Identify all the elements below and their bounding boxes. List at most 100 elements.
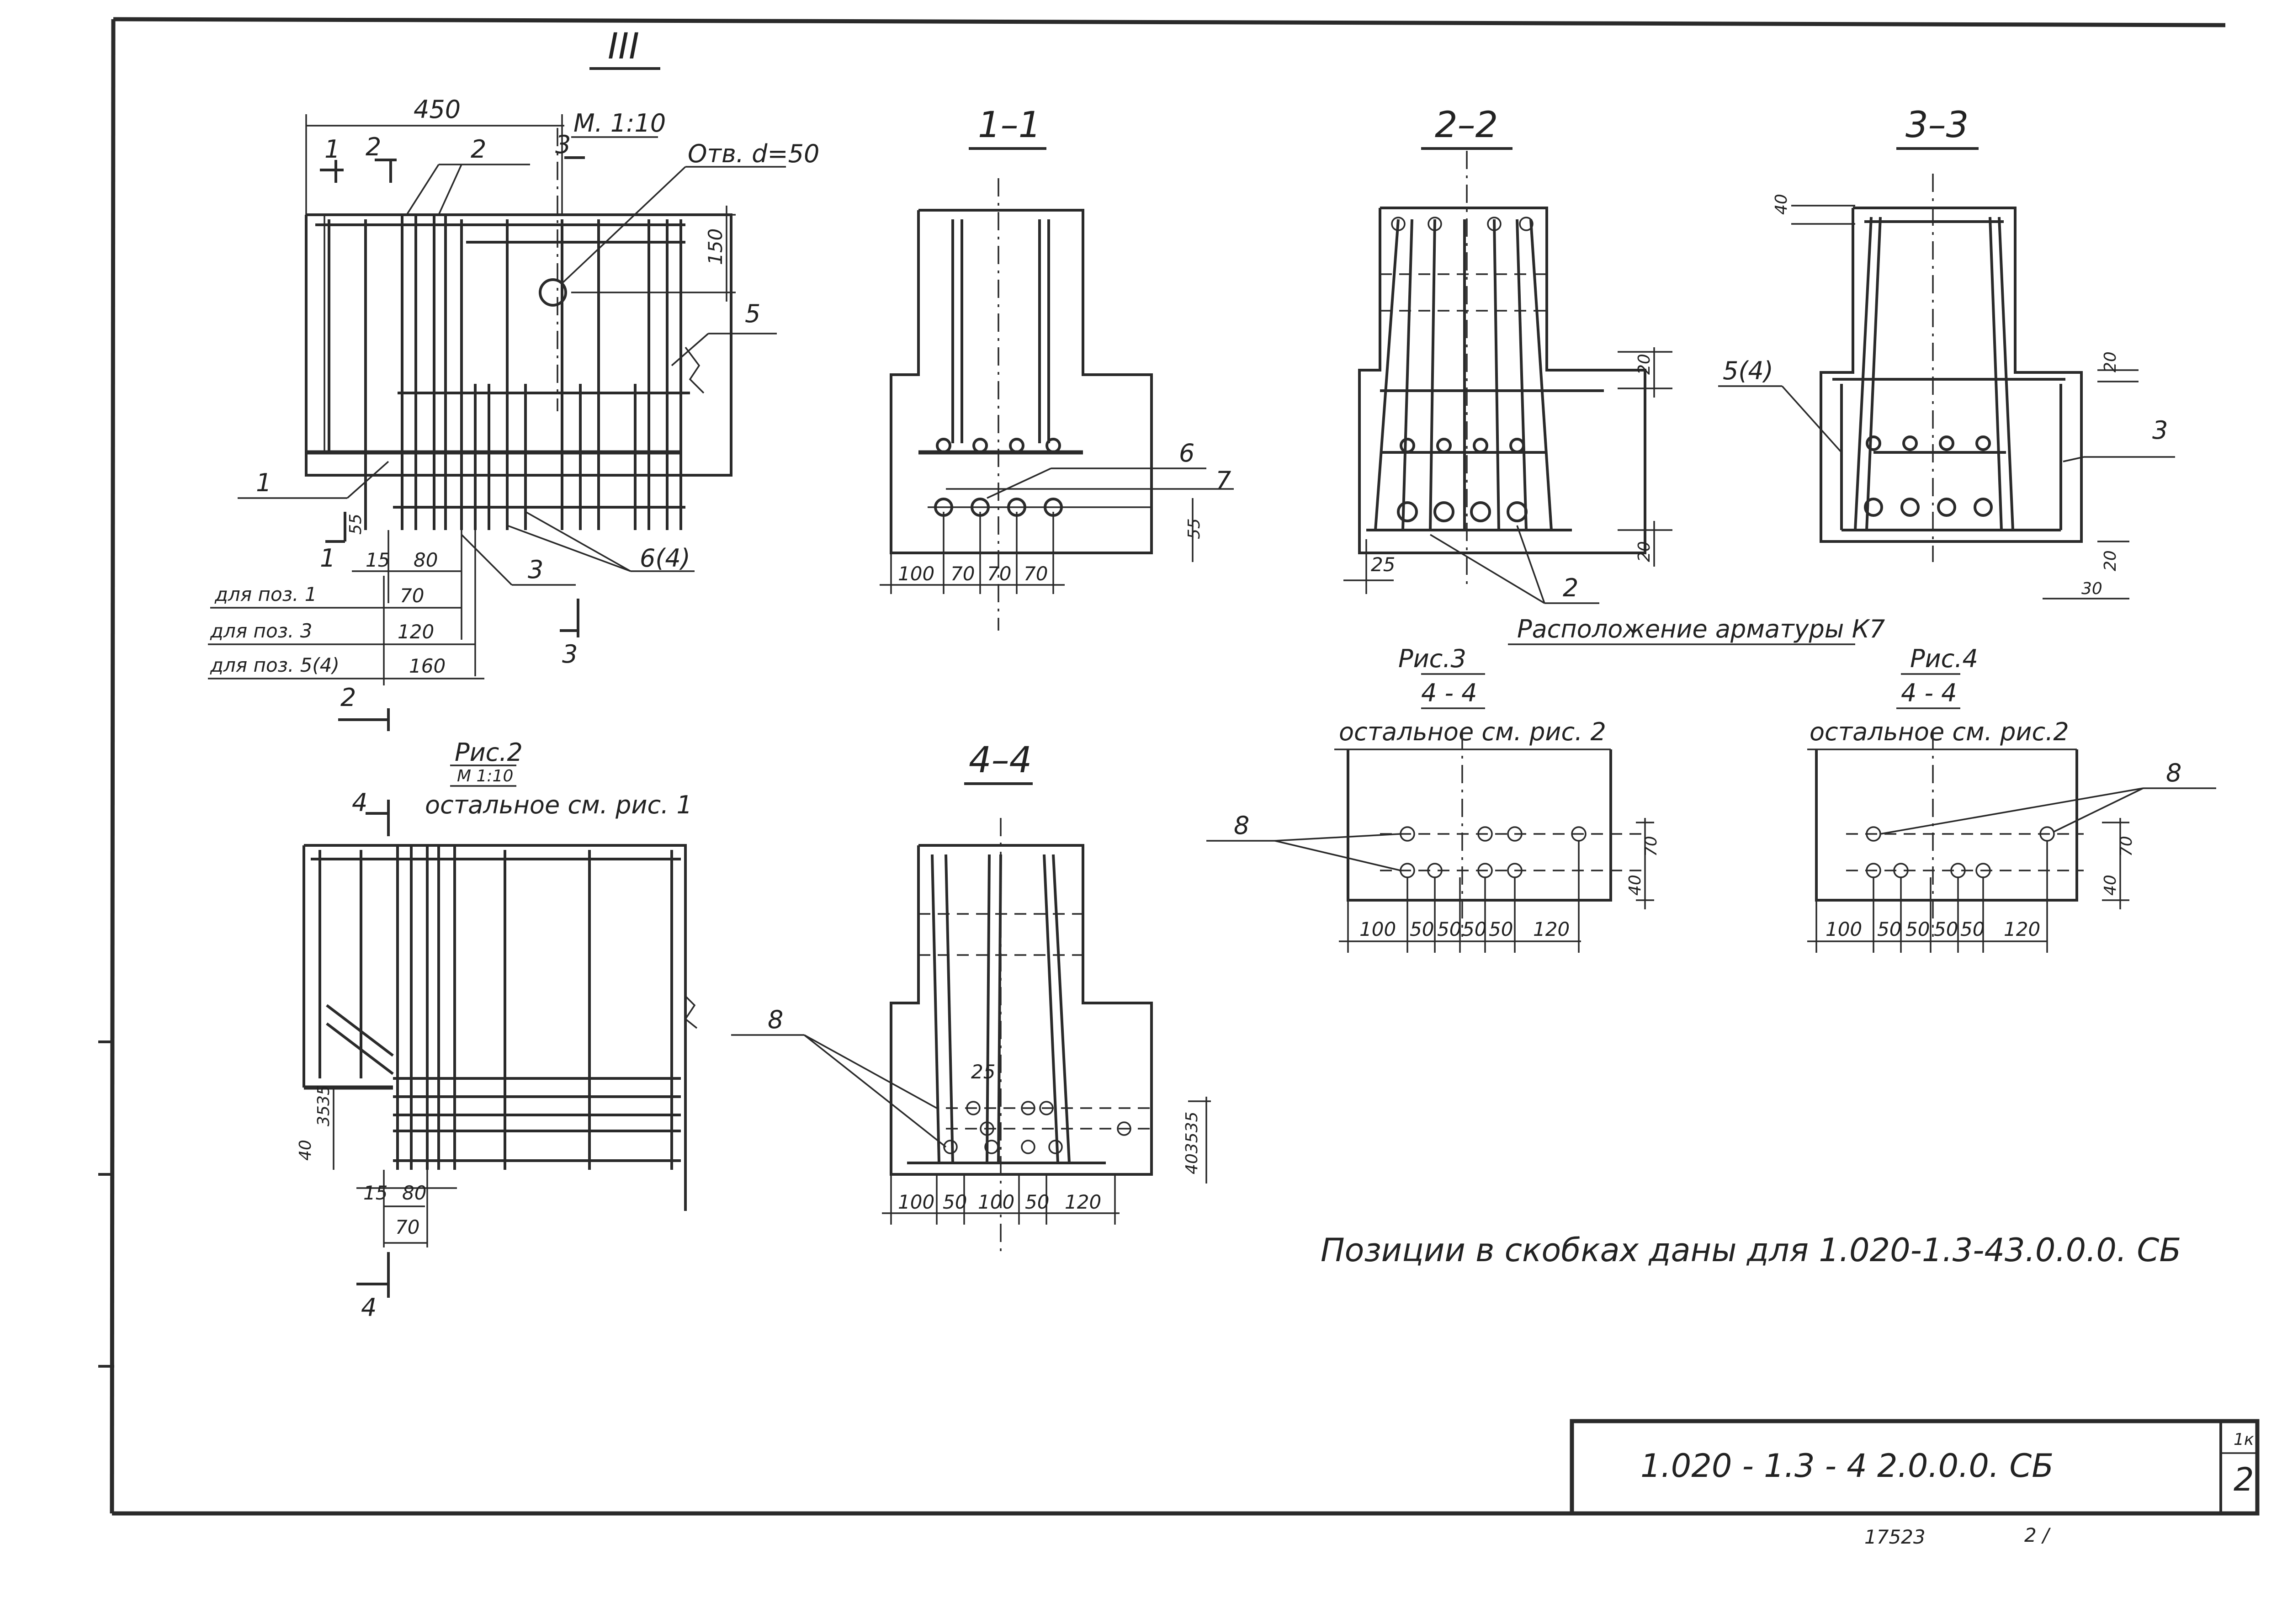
fig3-dim-1: 50 bbox=[1410, 918, 1434, 940]
pos-3-label: 3 bbox=[528, 555, 543, 584]
main-scale: М. 1:10 bbox=[573, 109, 666, 138]
section-1-title: 1–1 bbox=[978, 105, 1041, 146]
fig4-dim-70: 70 bbox=[2117, 836, 2136, 857]
arrangement-heading: Расположение арматуры К7 bbox=[1508, 615, 1885, 645]
detail-mark-label: III bbox=[608, 26, 639, 67]
dim-80: 80 bbox=[414, 549, 438, 571]
title-block: 1.020 - 1.3 - 4 2.0.0.0. СБ 1к 2 17523 2… bbox=[1570, 1419, 2260, 1548]
section-4-dim-2: 100 bbox=[978, 1191, 1014, 1213]
section-3-pos-54: 5(4) bbox=[1723, 356, 1773, 385]
fig4-dim-1: 50 bbox=[1877, 918, 1901, 940]
section-4-dim-25: 25 bbox=[971, 1061, 995, 1083]
section-2-dim-20b: 20 bbox=[1635, 541, 1654, 562]
dim-120: 120 bbox=[398, 621, 434, 643]
section-3-dim-30: 30 bbox=[2081, 579, 2102, 598]
cut-1-bottom: 1 bbox=[320, 544, 335, 573]
section-4-dim-0: 100 bbox=[898, 1191, 934, 1213]
section-2-pos-2: 2 bbox=[1563, 573, 1578, 602]
dim-160: 160 bbox=[409, 655, 446, 677]
fig4-note: остальное см. рис.2 bbox=[1810, 717, 2069, 746]
section-1-dim-2: 70 bbox=[987, 563, 1011, 585]
detail-mark: III bbox=[589, 26, 660, 70]
drawing-code: 1.020 - 1.3 - 4 2.0.0.0. СБ bbox=[1640, 1447, 2054, 1485]
main-view: 450 М. 1:10 1 2 3 2 Отв. d=50 bbox=[208, 95, 819, 731]
section-1-pos-7: 7 bbox=[1215, 466, 1231, 495]
section-1-dim-1: 70 bbox=[950, 563, 975, 585]
sheet-number: 2 bbox=[2234, 1461, 2254, 1498]
fig3-view: Рис.3 4 - 4 остальное см. рис. 2 8 70 40 bbox=[1206, 644, 1661, 953]
fig2-scale: М 1:10 bbox=[457, 767, 513, 785]
dim-70: 70 bbox=[400, 584, 424, 607]
fig3-note: остальное см. рис. 2 bbox=[1339, 717, 1606, 746]
fig3-dim-3: 50 bbox=[1462, 918, 1486, 940]
section-4-dim-3: 50 bbox=[1025, 1191, 1049, 1213]
fig4-dim-40: 40 bbox=[2101, 875, 2120, 896]
fig4-dim-3: 50 bbox=[1934, 918, 1958, 940]
dim-hole-offset: 150 bbox=[704, 228, 727, 265]
fig3-dim-70: 70 bbox=[1642, 836, 1661, 857]
fig3-title: Рис.3 bbox=[1398, 644, 1466, 673]
pos-2-label: 2 bbox=[471, 135, 486, 164]
fig2-cut-bottom: 4 bbox=[361, 1293, 377, 1322]
legend-pos3: для поз. 3 bbox=[210, 620, 312, 642]
fig2-dim-35b: 35 bbox=[314, 1085, 333, 1106]
section-1-pos-6: 6 bbox=[1179, 439, 1194, 467]
section-1-dim-0: 100 bbox=[898, 563, 934, 585]
section-4-side-dim: 403535 bbox=[1183, 1112, 1201, 1174]
pos-1-label: 1 bbox=[256, 468, 271, 497]
fig3-dim-4: 50 bbox=[1489, 918, 1513, 940]
fig4-title: Рис.4 bbox=[1910, 644, 1978, 673]
section-4-title: 4–4 bbox=[969, 740, 1032, 781]
section-4-pos-8: 8 bbox=[768, 1005, 783, 1034]
main-vertical-bars bbox=[328, 215, 682, 530]
fig4-dim-5: 120 bbox=[2004, 918, 2040, 940]
positions-note: Позиции в скобках даны для 1.020-1.3-43.… bbox=[1321, 1231, 2181, 1269]
fig4-view: Рис.4 4 - 4 остальное см. рис.2 8 70 40 bbox=[1807, 644, 2216, 953]
section-3-title: 3–3 bbox=[1905, 105, 1969, 146]
fig3-dim-40: 40 bbox=[1626, 875, 1645, 896]
fig4-section: 4 - 4 bbox=[1901, 679, 1957, 707]
section-3-dim-20a: 20 bbox=[2101, 351, 2120, 372]
fig4-pos-8: 8 bbox=[2166, 759, 2181, 787]
fig3-dim-0: 100 bbox=[1359, 918, 1396, 940]
dim-edge-55: 55 bbox=[346, 514, 365, 535]
dim-overall-width: 450 bbox=[414, 95, 461, 124]
section-4-4: 4–4 25 8 403535 bbox=[731, 740, 1211, 1257]
legend-pos54: для поз. 5(4) bbox=[210, 654, 340, 676]
section-2-dim-25: 25 bbox=[1371, 553, 1395, 576]
section-3-pos-3: 3 bbox=[2152, 416, 2168, 445]
fig2-title: Рис.2 bbox=[455, 738, 523, 767]
section-1-side-dim: 55 bbox=[1185, 518, 1204, 539]
dim-15: 15 bbox=[366, 549, 390, 571]
section-1-dim-3: 70 bbox=[1024, 563, 1048, 585]
section-4-dim-4: 120 bbox=[1065, 1191, 1101, 1213]
cut-2-bottom: 2 bbox=[340, 683, 356, 712]
section-3-dim-20b: 20 bbox=[2101, 550, 2120, 571]
section-4-dim-1: 50 bbox=[943, 1191, 967, 1213]
fig2-note: остальное см. рис. 1 bbox=[425, 791, 692, 819]
section-2-dim-20a: 20 bbox=[1635, 354, 1654, 375]
section-3-dim-40: 40 bbox=[1772, 194, 1791, 215]
section-1-1: 1–1 6 7 55 100 70 70 70 bbox=[880, 105, 1234, 631]
fig2-dim-35a: 35 bbox=[314, 1105, 333, 1126]
section-2-2: 2–2 20 20 25 bbox=[1343, 105, 1672, 604]
fig4-dim-2: 50 bbox=[1905, 918, 1930, 940]
cut-1-top: 1 bbox=[324, 135, 340, 164]
legend-pos1: для поз. 1 bbox=[214, 583, 317, 605]
fig3-dim-2: 50 bbox=[1437, 918, 1461, 940]
fig4-dim-0: 100 bbox=[1826, 918, 1862, 940]
section-3-3: 3–3 40 5(4) 3 20 20 30 bbox=[1718, 105, 2175, 600]
sheet-number-top: 1к bbox=[2234, 1430, 2254, 1449]
archive-suffix: 2 / bbox=[2024, 1524, 2051, 1546]
pos-6-label: 6(4) bbox=[640, 544, 690, 573]
section-2-title: 2–2 bbox=[1435, 105, 1498, 146]
fig2-dim-40: 40 bbox=[296, 1140, 315, 1161]
cut-2-top: 2 bbox=[366, 133, 381, 161]
hole-label: Отв. d=50 bbox=[688, 139, 819, 168]
fig3-dim-5: 120 bbox=[1533, 918, 1570, 940]
fig3-pos-8: 8 bbox=[1234, 811, 1249, 840]
fig2-cut-top: 4 bbox=[352, 788, 367, 817]
fig2-dim-70: 70 bbox=[395, 1216, 419, 1238]
sheet-frame bbox=[98, 17, 2253, 1516]
